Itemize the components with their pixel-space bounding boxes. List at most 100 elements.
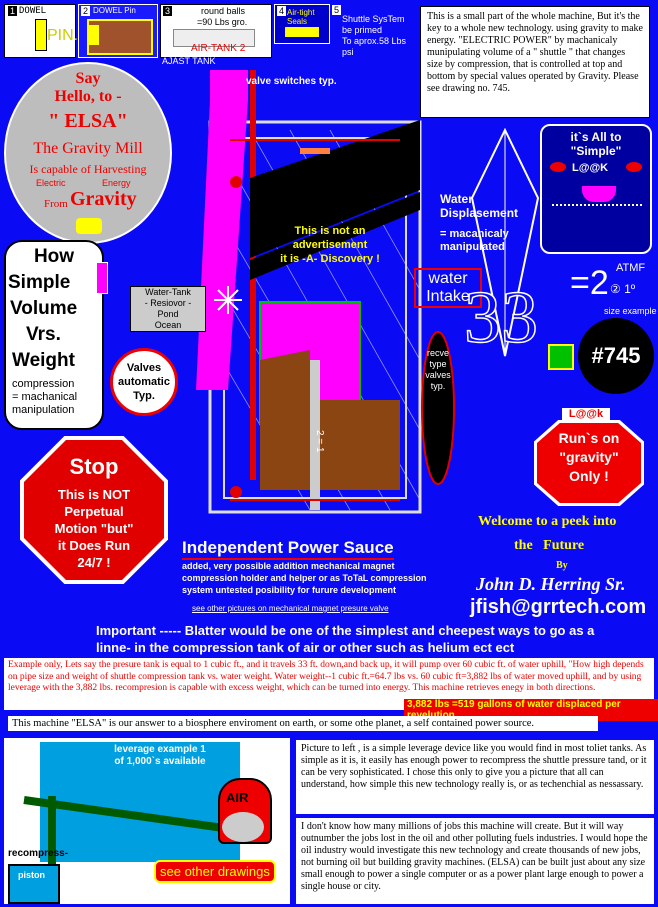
boat-icon	[582, 186, 616, 202]
elsa-mill: The Gravity Mill	[33, 140, 143, 157]
panel-2-label: DOWEL Pin	[93, 6, 136, 15]
simple-box: it`s All to "Simple" L@@K	[540, 124, 652, 254]
elsa-name: " ELSA"	[48, 110, 128, 132]
how-sub: compression = machanical manipulation	[12, 378, 78, 416]
how-w4: Vrs.	[26, 324, 61, 345]
runs-octagon: Run`s on "gravity" Only !	[534, 420, 644, 506]
panel-1-pin: PIN.	[47, 27, 79, 44]
magenta-pipe	[196, 70, 248, 390]
shuttle-label: 2 = 1	[314, 430, 325, 453]
displaced-label: 3,882 lbs =519 gallons of water displace…	[404, 699, 658, 721]
drawing-number: #745	[578, 318, 654, 394]
welcome-by: By	[556, 560, 568, 571]
lever-post	[48, 796, 56, 896]
valve-top	[230, 176, 242, 188]
elsa-capable: Is capable of Harvesting	[29, 162, 147, 176]
panel-1-label: DOWEL	[19, 6, 47, 16]
see-other-drawings[interactable]: see other drawings	[154, 860, 276, 883]
water-tank-label: Water-Tank - Resiovor - Pond Ocean	[130, 286, 206, 332]
air-tank-icon	[173, 29, 255, 47]
how-w3: Volume	[10, 298, 78, 319]
panel-1: 1 DOWEL PIN.	[4, 4, 79, 58]
simple-look: L@@K	[572, 162, 609, 174]
leverage-recompress: recompress-	[8, 848, 69, 859]
email: jfish@grrtech.com	[470, 596, 647, 618]
elsa-line: This machine "ELSA" is our answer to a b…	[8, 716, 598, 731]
panel-3: 3 round balls =90 Lbs gro. AIR-TANK 2	[160, 4, 272, 58]
example-text: Example only, Lets say the presure tank …	[4, 658, 654, 710]
not-ad-label: This is not an advertisement it is -A- D…	[280, 225, 380, 265]
dowel-block-pin	[89, 25, 99, 45]
leverage-piston: piston	[18, 870, 45, 880]
manipulated-label: = macanicaly manipulated	[440, 228, 509, 253]
panel-3-num: 3	[163, 6, 173, 16]
panel-4-num: 4	[277, 6, 287, 16]
valve-switches-label: valve switches typ.	[246, 76, 337, 87]
how-w2: Simple	[8, 272, 71, 293]
atmf: ATMF	[616, 262, 646, 274]
receive-valve-ellipse	[421, 331, 455, 485]
panel-2: 2 DOWEL Pin	[78, 4, 158, 58]
seal-icon	[285, 27, 319, 37]
diamond-shape	[470, 128, 540, 357]
author: John D. Herring Sr.	[476, 574, 626, 594]
elsa-electric: Electric	[36, 178, 66, 188]
stop-body: This is NOT Perpetual Motion "but" it Do…	[54, 487, 134, 570]
eye-right-icon	[626, 162, 642, 172]
machine-diagram	[196, 70, 455, 514]
belt-lower	[250, 192, 420, 280]
leverage-air: AIR	[226, 790, 249, 805]
leverage-title: leverage example 1 of 1,000`s available	[114, 744, 206, 767]
how-simple-box: How Simple Volume Vrs. Weight compressio…	[4, 240, 104, 430]
how-w5: Weight	[12, 350, 75, 371]
power-sauce-desc: added, very possible addition mechanical…	[182, 561, 427, 595]
stop-inner: Stop This is NOT Perpetual Motion "but" …	[24, 440, 164, 580]
tank-brown	[260, 350, 310, 490]
elsa-energy: Energy	[102, 178, 131, 188]
formula-sub: ② 1º	[610, 282, 636, 296]
para-jobs: I don't know how many millions of jobs t…	[296, 818, 654, 904]
panel-2-num: 2	[81, 6, 91, 16]
panel-3-sub: AJAST TANK	[162, 56, 216, 66]
para-left: Picture to left , is a simple leverage d…	[296, 740, 654, 814]
eye-left-icon	[550, 162, 566, 172]
panel-5-text: Shuttle SysTem be primed To aprox.58 Lbs…	[342, 14, 407, 57]
water-displacement-label: Water Displasement	[440, 192, 519, 220]
panel-3-balls: round balls	[201, 6, 246, 16]
formula: =2	[570, 264, 609, 302]
star-icon	[214, 286, 242, 314]
elsa-oval: Say Hello, to - " ELSA" The Gravity Mill…	[4, 62, 172, 244]
piston-box	[8, 864, 60, 904]
elsa-gravity: Gravity	[70, 188, 137, 210]
valve-switch	[300, 148, 330, 154]
power-sauce-see: see other pictures on mechanical magnet …	[192, 604, 389, 613]
panel-1-num: 1	[8, 6, 18, 16]
size-example: size example	[604, 306, 657, 316]
lightning-icon	[76, 218, 102, 234]
elsa-say: Say	[75, 70, 101, 87]
belt-upper	[250, 120, 420, 258]
stop-sign: Stop This is NOT Perpetual Motion "but" …	[20, 436, 168, 584]
plus-row	[552, 204, 642, 214]
shuttle-column	[310, 360, 320, 510]
air-tank-grey	[222, 812, 264, 842]
panel-4-label: Air-tight Seals	[287, 8, 315, 26]
stop-title: Stop	[69, 454, 119, 479]
elsa-hello: Hello, to -	[54, 88, 122, 105]
panel-3-tank: AIR-TANK 2	[191, 43, 246, 54]
elsa-from: From	[44, 198, 68, 210]
gauge-icon	[96, 262, 108, 294]
receive-valves-label: recve type valves typ.	[425, 348, 451, 391]
dowel-pin-icon	[35, 19, 47, 51]
intro-text: This is a small part of the whole machin…	[420, 6, 650, 118]
panel-3-weight: =90 Lbs gro.	[197, 17, 248, 27]
valve-bottom	[230, 486, 242, 498]
water-intake-label: water Intake	[414, 268, 482, 308]
big-33: 33	[463, 276, 539, 360]
welcome-l2: the Future	[514, 538, 585, 553]
panel-5-num: 5	[332, 5, 342, 15]
runs-text: Run`s on "gravity" Only !	[537, 423, 641, 503]
chip-icon	[548, 344, 574, 370]
shuttle-box	[316, 400, 400, 490]
panel-5: 5 Shuttle SysTem be primed To aprox.58 L…	[330, 4, 416, 57]
